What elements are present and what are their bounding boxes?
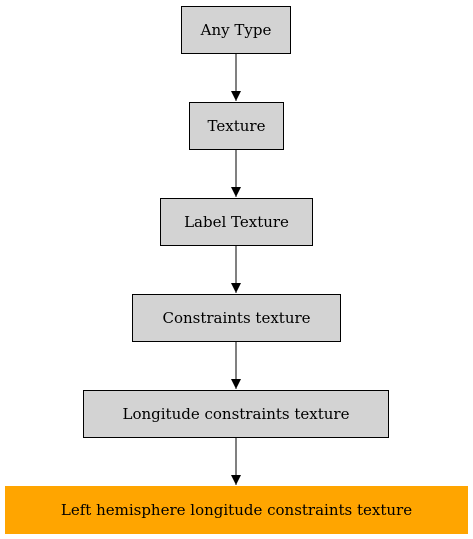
- node-left-hemisphere-longitude-constraints-texture: Left hemisphere longitude constraints te…: [5, 486, 468, 534]
- node-label-texture: Label Texture: [160, 198, 313, 246]
- node-any-type: Any Type: [181, 6, 291, 54]
- node-constraints-texture: Constraints texture: [132, 294, 341, 342]
- node-longitude-constraints-texture: Longitude constraints texture: [83, 390, 389, 438]
- node-texture: Texture: [189, 102, 284, 150]
